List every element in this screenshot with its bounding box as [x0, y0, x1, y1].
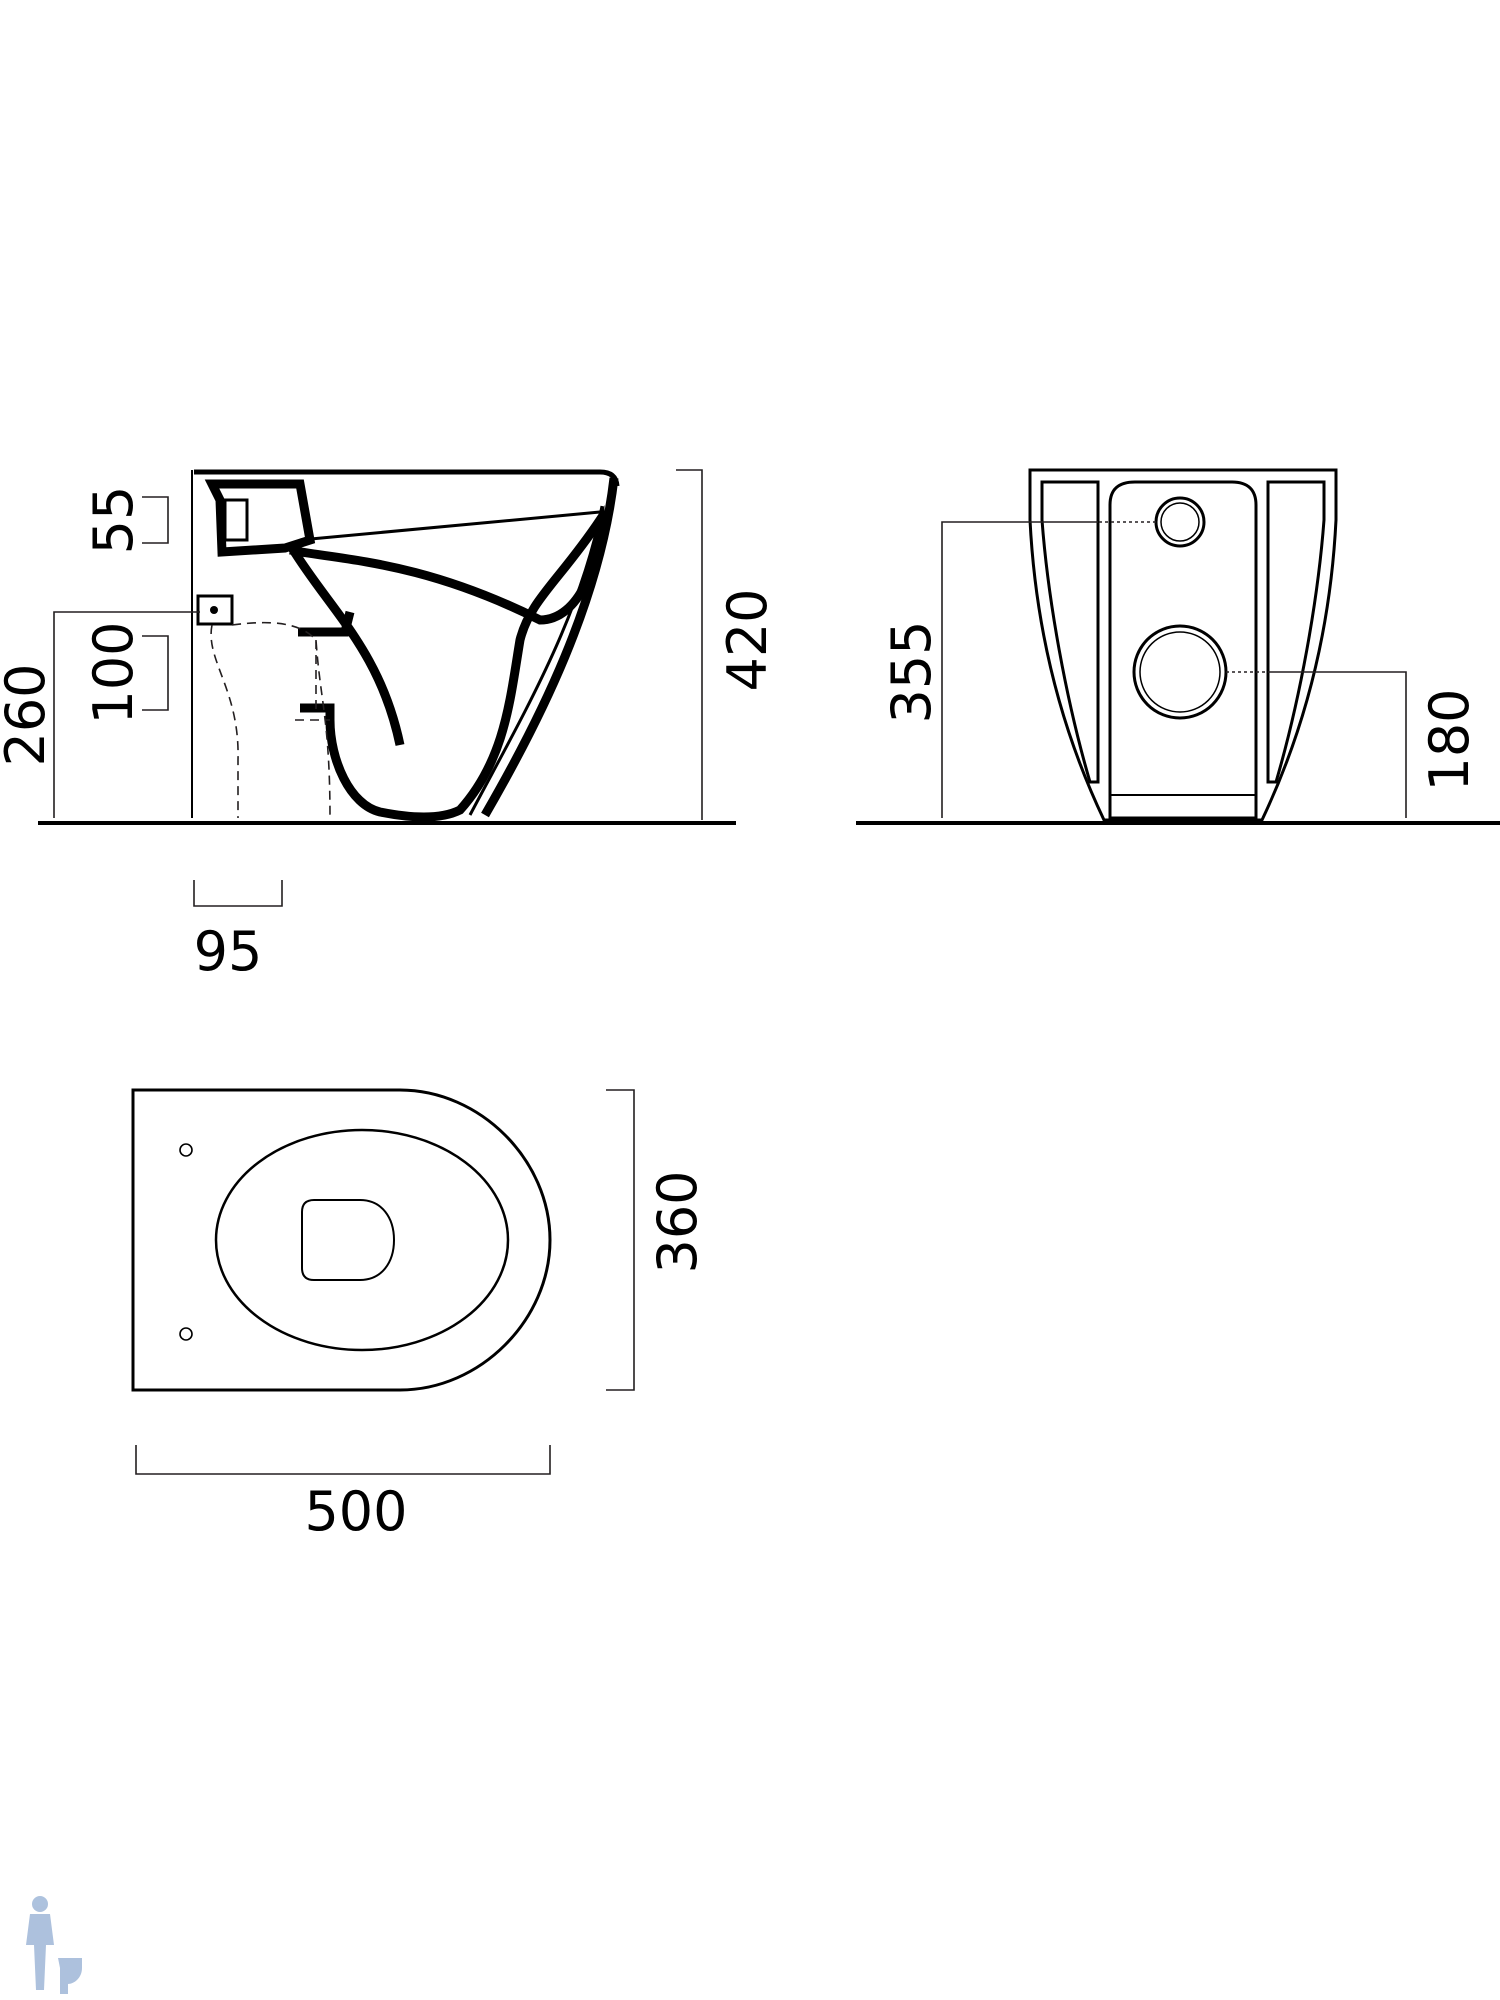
side-inlet-box: [196, 594, 234, 626]
dim-360-bracket: [606, 1089, 635, 1391]
front-outlet-circle-inner: [1139, 631, 1221, 713]
dim-260-label: 260: [0, 663, 57, 766]
dim-95-label: 95: [194, 920, 263, 983]
front-view: 355 180: [856, 468, 1500, 825]
front-right-leg: [1266, 480, 1326, 784]
top-hinge-hole-lower: [179, 1327, 193, 1341]
side-trap-upper: [298, 610, 355, 637]
front-inlet-circle: [1154, 496, 1206, 548]
dim-420-label: 420: [716, 588, 779, 691]
top-drain-shape: [301, 1199, 396, 1281]
side-drain-dashed-2: [231, 621, 331, 819]
side-inlet-dot: [210, 606, 218, 614]
dim-100-bracket: [142, 635, 169, 711]
side-view: 55 100 260 420 95: [0, 469, 779, 983]
side-drain-dashed: [210, 624, 239, 818]
dim-95-bracket: [193, 880, 283, 907]
top-view: 360 500: [131, 1088, 709, 1543]
dim-355-label: 355: [880, 620, 943, 723]
dim-360-label: 360: [646, 1170, 709, 1273]
dim-355-bracket: [941, 521, 1098, 818]
side-seat-block: [204, 479, 316, 557]
dim-180-bracket: [1268, 671, 1407, 818]
plumber-toilet-icon: [26, 1896, 82, 1994]
side-seat-hinge: [223, 498, 249, 542]
side-seat-line: [299, 510, 601, 542]
dim-180-label: 180: [1418, 688, 1481, 791]
front-center-recess: [1108, 480, 1258, 820]
side-drain-dashed-3: [295, 640, 330, 721]
dim-500-bracket: [135, 1445, 551, 1475]
dim-420-bracket: [676, 469, 703, 820]
dim-500-label: 500: [304, 1480, 407, 1543]
top-hinge-hole-upper: [179, 1143, 193, 1157]
front-left-leg: [1040, 480, 1100, 784]
dim-100-label: 100: [82, 621, 145, 724]
front-inlet-circle-inner: [1160, 502, 1200, 542]
dim-55-bracket: [142, 496, 169, 544]
side-inner-bowl: [288, 505, 605, 822]
dim-55-label: 55: [82, 486, 145, 555]
side-outer-shell: [481, 477, 619, 818]
front-outlet-circle: [1132, 624, 1228, 720]
side-outer-shell-inner: [468, 505, 604, 816]
front-outer-body: [1028, 468, 1338, 822]
dim-260-bracket: [53, 611, 200, 818]
top-outer-outline: [131, 1088, 552, 1392]
top-bowl-ellipse: [214, 1128, 510, 1352]
